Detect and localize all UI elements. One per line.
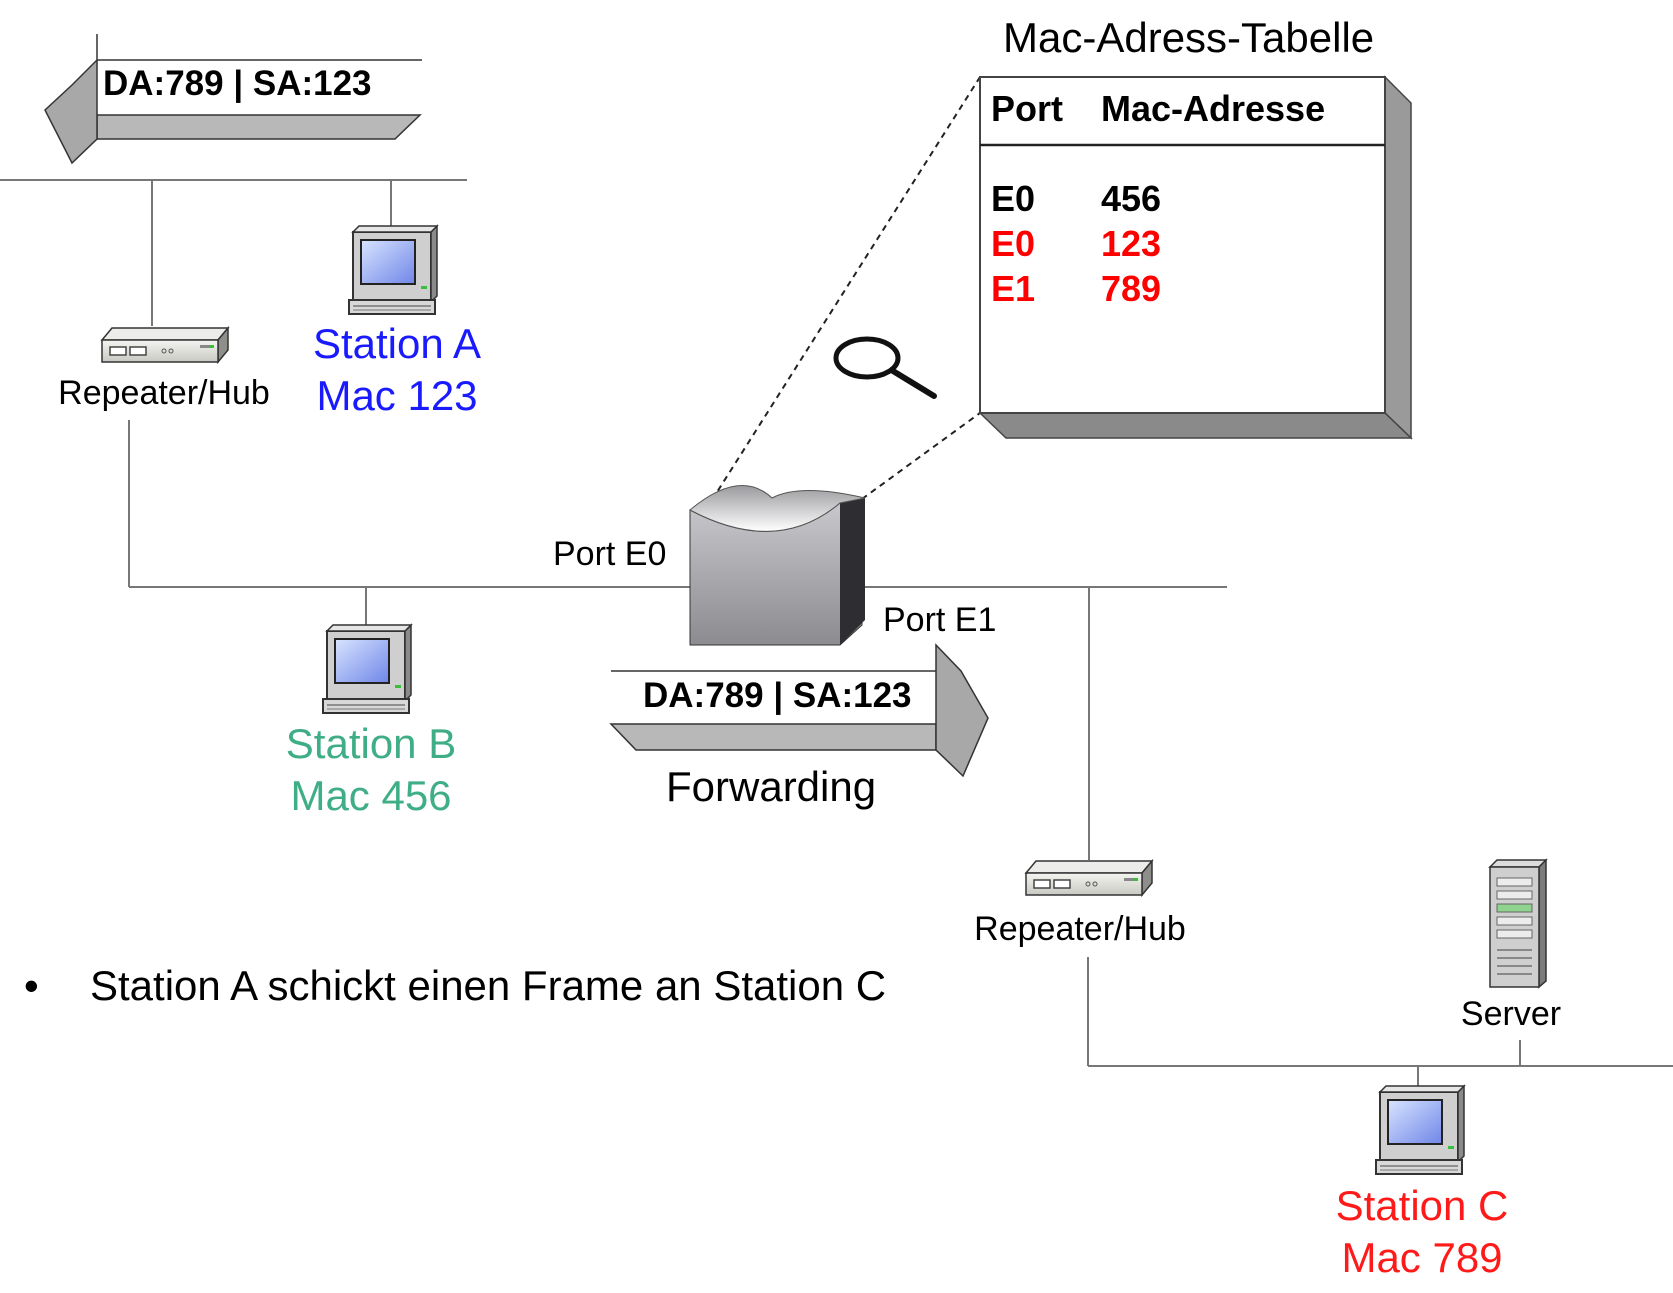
port-e0-label: Port E0 — [553, 535, 667, 573]
frame-arrow-left — [44, 34, 422, 165]
station-a-name: Station A — [312, 320, 482, 367]
hub-left-icon — [101, 327, 229, 363]
mac-table-row-mac: 789 — [1101, 268, 1162, 309]
frame-label-forward: DA:789 | SA:123 — [643, 676, 912, 715]
mac-table-row-port: E1 — [991, 268, 1036, 309]
server-label: Server — [1460, 995, 1562, 1033]
hub-right-icon — [1025, 860, 1153, 896]
server-icon — [1488, 858, 1548, 989]
station-c-mac: Mac 789 — [1341, 1234, 1503, 1281]
mac-table-header-mac: Mac-Adresse — [1101, 88, 1326, 129]
station-b-name: Station B — [285, 720, 457, 767]
bullet-symbol: • — [24, 962, 39, 1009]
mac-table-box — [978, 75, 1413, 440]
station-a-mac: Mac 123 — [316, 372, 478, 419]
mac-table-row-mac: 456 — [1101, 178, 1162, 219]
forwarding-caption: Forwarding — [666, 763, 877, 810]
hub-right-label: Repeater/Hub — [974, 910, 1186, 948]
mac-table-row-mac: 123 — [1101, 223, 1162, 264]
bullet-text: Station A schickt einen Frame an Station… — [90, 962, 887, 1009]
station-a-computer-icon — [348, 225, 438, 315]
port-e1-label: Port E1 — [883, 601, 997, 639]
station-c-name: Station C — [1335, 1182, 1509, 1229]
magnifier-icon — [833, 336, 937, 399]
network-cables — [0, 179, 1673, 1094]
mac-table-row-port: E0 — [991, 178, 1036, 219]
station-c-computer-icon — [1375, 1085, 1465, 1175]
hub-left-label: Repeater/Hub — [58, 374, 270, 412]
frame-label-top: DA:789 | SA:123 — [103, 64, 372, 103]
switch-icon — [689, 485, 866, 646]
mac-table-title: Mac-Adress-Tabelle — [1003, 14, 1375, 61]
station-b-mac: Mac 456 — [290, 772, 452, 819]
station-b-computer-icon — [322, 624, 412, 714]
mac-table-row-port: E0 — [991, 223, 1036, 264]
zoom-lines — [711, 76, 981, 501]
frame-arrow-forward — [609, 643, 989, 778]
mac-table-header-port: Port — [991, 88, 1063, 129]
